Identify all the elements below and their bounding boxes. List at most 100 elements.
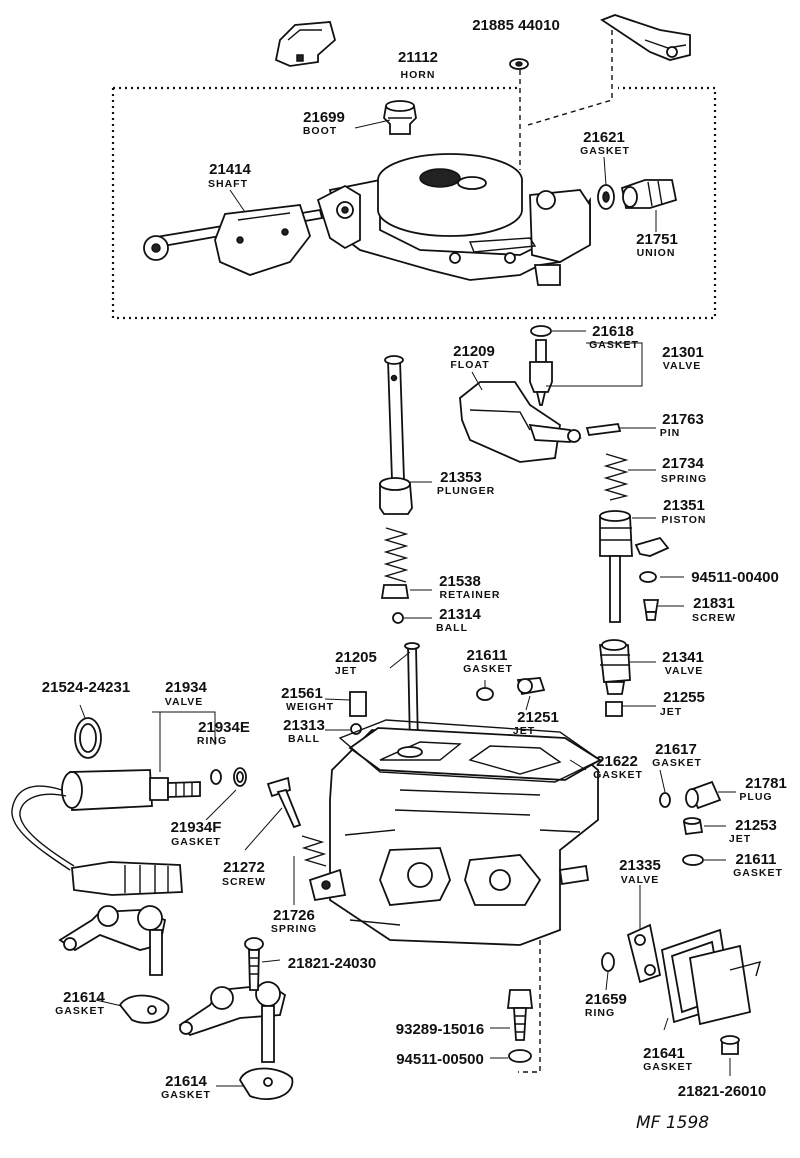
label-21781-name: PLUG [739,791,772,803]
needle-valve-21301 [529,325,553,406]
label-21618-num: 21618 [592,323,634,340]
bolt-93289 [506,989,534,1041]
label-21313-name: BALL [288,733,320,745]
label-21641-name: GASKET [643,1061,693,1073]
label-21272-num: 21272 [223,859,265,876]
jet-21255 [605,701,623,717]
weight-21561 [349,691,367,717]
label-21538-num: 21538 [439,573,481,590]
label-21641-num: 21641 [643,1045,685,1062]
ball-21314 [392,612,404,624]
label-21934-num: 21934 [165,679,207,696]
gasket-21617 [659,792,671,808]
label-21335-num: 21335 [619,857,661,874]
label-21341-name: VALVE [665,665,703,677]
ring-21659 [601,952,615,972]
label-21255-name: JET [660,706,682,718]
check-valve-21335 [626,923,662,984]
figure-code: MF 1598 [636,1113,709,1133]
label-21751-num: 21751 [636,231,678,248]
connector-plug [71,861,183,896]
union-21751 [620,179,678,209]
label-21622-name: GASKET [593,769,643,781]
ring-21524 [74,717,102,759]
solenoid-valve-21934 [11,769,201,871]
gasket-21934F [233,767,247,787]
spring-21726 [301,835,327,867]
label-21341-num: 21341 [662,649,704,666]
throttle-bracket-right [600,14,691,61]
label-21351-name: PISTON [662,514,707,526]
label-21885-num: 21885 44010 [472,17,560,34]
part-labels: 21885 44010 21112 HORN 21699 BOOT 21414 … [42,17,787,1133]
label-21301-num: 21301 [662,344,704,361]
washer-94511 [639,571,657,583]
label-21524-num: 21524-24231 [42,679,130,696]
label-21934E-name: RING [197,735,227,747]
label-21561-num: 21561 [281,685,323,702]
label-94511b-num: 94511-00500 [396,1051,484,1068]
float-21209 [459,381,582,463]
gasket-21611b [682,854,704,866]
valve-21341 [598,639,631,695]
gasket-21614a [118,994,170,1024]
label-21614b-num: 21614 [165,1073,207,1090]
label-21351-num: 21351 [663,497,705,514]
label-21621-name: GASKET [580,145,630,157]
bolt-leader [518,940,541,1073]
label-21353-num: 21353 [440,469,482,486]
label-21618-name: GASKET [589,339,639,351]
label-21314-num: 21314 [439,606,481,623]
label-21614a-name: GASKET [55,1005,105,1017]
throttle-lever-upper [58,905,167,976]
label-21734-num: 21734 [662,455,704,472]
ring-21934E [210,769,222,785]
label-21614b-name: GASKET [161,1089,211,1101]
label-21205-num: 21205 [335,649,377,666]
label-21821b-num: 21821-26010 [678,1083,766,1100]
label-21622-num: 21622 [596,753,638,770]
label-21414-num: 21414 [209,161,251,178]
gasket-21611a [476,687,494,701]
label-21659-num: 21659 [585,991,627,1008]
shaft-21414 [143,204,324,276]
label-21414-name: SHAFT [208,178,248,190]
label-21209-name: FLOAT [450,359,489,371]
plunger-21353 [379,355,413,515]
screw-21821a [244,937,264,991]
label-21314-name: BALL [436,622,468,634]
label-21617-name: GASKET [652,757,702,769]
label-21253-num: 21253 [735,817,777,834]
label-21621-num: 21621 [583,129,625,146]
label-21614a-num: 21614 [63,989,105,1006]
piston-21351 [599,510,670,623]
label-21831-name: SCREW [692,612,736,624]
label-21251-name: JET [513,725,535,737]
label-94511a-num: 94511-00400 [691,569,779,586]
label-21763-num: 21763 [662,411,704,428]
label-21934-name: VALVE [165,696,203,708]
throttle-lever-lower [178,981,287,1063]
boot-21699 [383,100,417,135]
horn-group-boundary [111,30,717,320]
carburetor-main-body [308,727,602,946]
label-21763-name: PIN [660,427,681,439]
gasket-21621 [597,184,615,210]
screw-21831 [642,599,660,621]
leader-lines [79,119,736,1087]
label-21611a-name: GASKET [463,663,513,675]
throttle-bracket-left [274,21,337,67]
label-21209-num: 21209 [453,343,495,360]
label-21611b-num: 21611 [736,851,777,868]
label-21538-name: RETAINER [440,589,501,601]
label-21112-num: 21112 [398,49,438,66]
plug-21781 [685,780,722,810]
label-21934E-num: 21934E [198,719,250,736]
label-21781-num: 21781 [745,775,787,792]
label-21112-name: HORN [401,69,436,81]
gasket-21622 [338,719,602,783]
label-21699-num: 21699 [303,109,345,126]
plunger-spring [383,527,409,583]
label-21251-num: 21251 [517,709,559,726]
